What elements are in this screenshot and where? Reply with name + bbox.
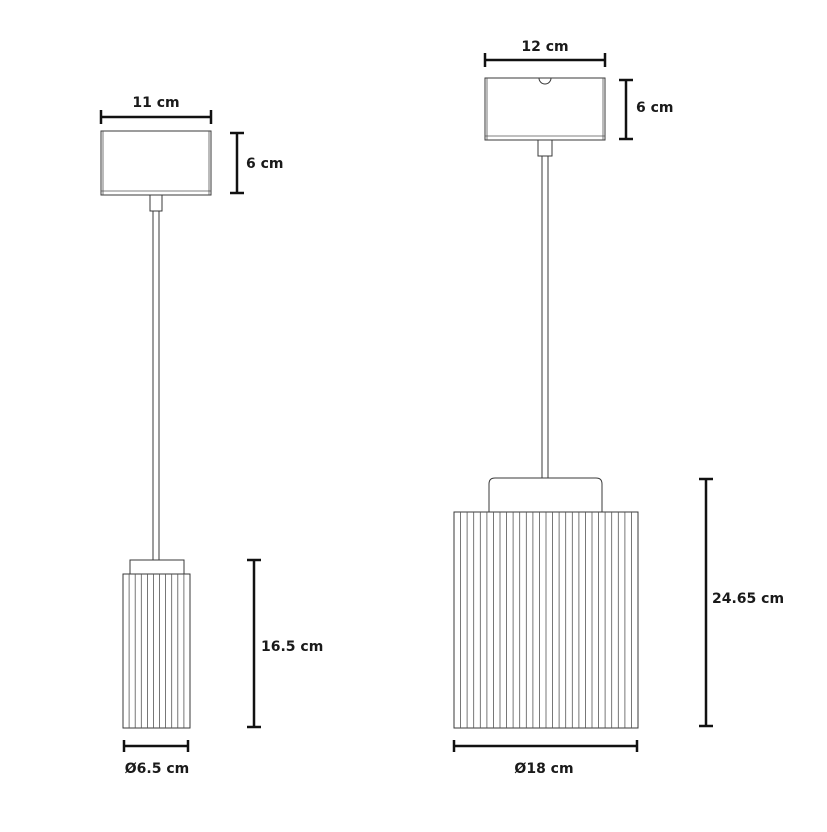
large-canopy-height-label: 6 cm: [636, 100, 674, 116]
small-canopy-height-dimension: 6 cm: [230, 131, 284, 195]
large-canopy-height-dimension: 6 cm: [619, 78, 674, 141]
large-width-dimension: 12 cm: [483, 39, 607, 67]
small-shade-diameter-label: Ø6.5 cm: [125, 761, 189, 777]
large-fluted-shade: [453, 511, 639, 729]
small-shade-diameter-dimension: Ø6.5 cm: [122, 740, 190, 777]
large-shade-diameter-dimension: Ø18 cm: [452, 740, 639, 777]
large-shade-cap: [488, 477, 603, 512]
large-shade-diameter-label: Ø18 cm: [514, 761, 573, 777]
small-cord: [152, 211, 160, 560]
large-cord-connector: [537, 139, 553, 157]
small-canopy-height-label: 6 cm: [246, 156, 284, 172]
small-canopy: [100, 130, 212, 196]
small-shade-height-dimension: 16.5 cm: [247, 558, 323, 729]
large-cord: [541, 156, 549, 478]
small-canopy-width-label: 11 cm: [132, 95, 179, 111]
small-fluted-shade: [122, 573, 191, 729]
large-canopy-width-label: 12 cm: [521, 39, 568, 55]
small-pendant-lamp: [100, 130, 212, 729]
small-shade-height-label: 16.5 cm: [261, 639, 323, 655]
small-width-dimension: 11 cm: [99, 95, 213, 124]
large-canopy: [484, 77, 606, 141]
large-pendant-lamp: [453, 77, 639, 729]
large-shade-height-dimension: 24.65 cm: [699, 477, 784, 728]
large-shade-height-label: 24.65 cm: [712, 591, 784, 607]
small-cord-connector: [149, 194, 163, 212]
small-shade-cap: [129, 559, 185, 575]
